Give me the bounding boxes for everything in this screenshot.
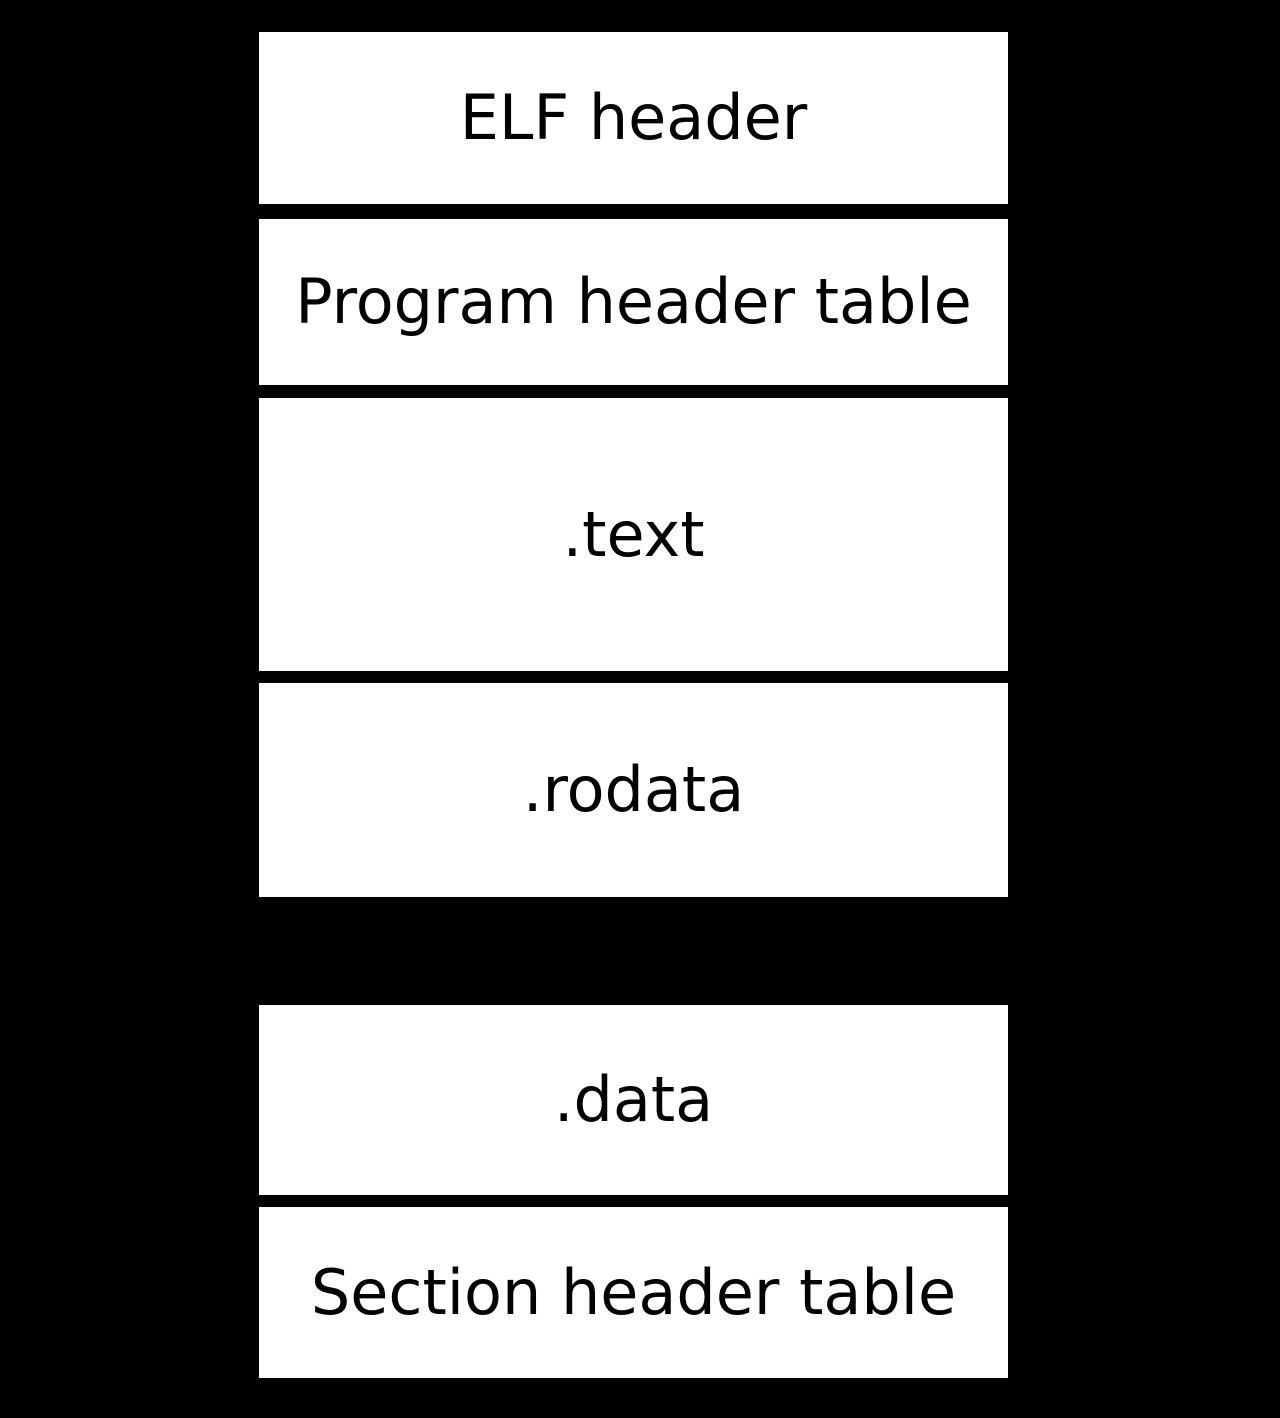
rodata-section-label: .rodata [522, 753, 745, 826]
text-section-box: .text [259, 398, 1008, 671]
elf-header-box: ELF header [259, 32, 1008, 204]
data-section-box: .data [259, 1005, 1008, 1195]
section-header-table-box: Section header table [259, 1207, 1008, 1378]
section-header-table-label: Section header table [310, 1255, 957, 1329]
data-section-label: .data [553, 1063, 714, 1136]
elf-header-label: ELF header [459, 81, 808, 154]
program-header-table-box: Program header table [259, 219, 1008, 385]
program-header-table-label: Program header table [295, 265, 972, 338]
rodata-section-box: .rodata [259, 683, 1008, 897]
text-section-label: .text [562, 497, 705, 571]
